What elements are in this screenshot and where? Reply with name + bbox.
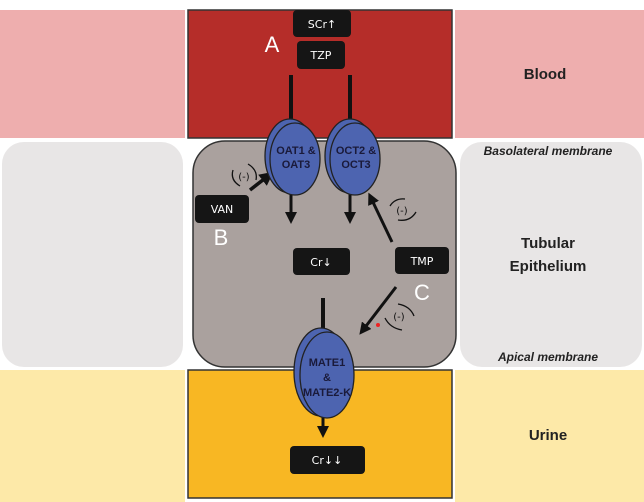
red-dot (376, 323, 380, 327)
blood-side-right (455, 10, 644, 138)
blood-label: Blood (524, 66, 567, 83)
tzp-label: TZP (310, 49, 332, 62)
basolateral-membrane-label: Basolateral membrane (484, 144, 613, 158)
cr-urine-label: Cr↓↓ (312, 454, 343, 467)
cr-cell-box: Cr↓ (293, 248, 350, 275)
cell-side-right (460, 142, 642, 367)
marker-a: A (265, 32, 280, 57)
inhibition-label-van: (-) (238, 172, 250, 183)
blood-side-left (0, 10, 185, 138)
tubular-label-1: Tubular (521, 235, 575, 252)
apical-membrane-label: Apical membrane (497, 350, 598, 364)
inhibition-label-mate: (-) (393, 312, 405, 323)
oat-label-1: OAT1 & (276, 145, 316, 157)
urine-label: Urine (529, 427, 567, 444)
tmp-label: TMP (410, 255, 434, 268)
urine-side-right (455, 370, 644, 502)
mate-transporter: MATE1 & MATE2-K (293, 327, 355, 419)
tzp-box: TZP (297, 41, 345, 69)
inhibition-symbol-van (231, 163, 257, 187)
marker-c: C (414, 280, 430, 305)
van-inhibition-arrow (248, 171, 274, 192)
inhibition-label-oct: (-) (396, 206, 408, 217)
mate-label-1: MATE1 (309, 357, 345, 369)
cr-urine-box: Cr↓↓ (290, 446, 365, 474)
urine-side-left (0, 370, 185, 502)
scr-label: SCr↑ (308, 18, 336, 31)
tmp-mate-inhibition-arrow (359, 286, 398, 335)
oct-label-1: OCT2 & (336, 145, 376, 157)
inhibition-symbol-oct (389, 198, 417, 221)
tmp-oct-inhibition-arrow (368, 192, 394, 243)
inhibition-symbol-mate (384, 303, 415, 331)
cell-side-left (2, 142, 183, 367)
mate-label-3: MATE2-K (303, 387, 351, 399)
marker-b: B (214, 225, 229, 250)
oct-label-2: OCT3 (341, 159, 370, 171)
oat-transporter: OAT1 & OAT3 (264, 118, 321, 196)
cr-cell-label: Cr↓ (310, 256, 331, 269)
scr-box: SCr↑ (293, 10, 351, 37)
mate-label-2: & (323, 372, 331, 384)
oct-transporter: OCT2 & OCT3 (324, 118, 381, 196)
tmp-box: TMP (395, 247, 449, 274)
van-box: VAN (195, 195, 249, 223)
van-label: VAN (211, 203, 234, 216)
oat-label-2: OAT3 (282, 159, 311, 171)
tubular-label-2: Epithelium (510, 258, 587, 275)
